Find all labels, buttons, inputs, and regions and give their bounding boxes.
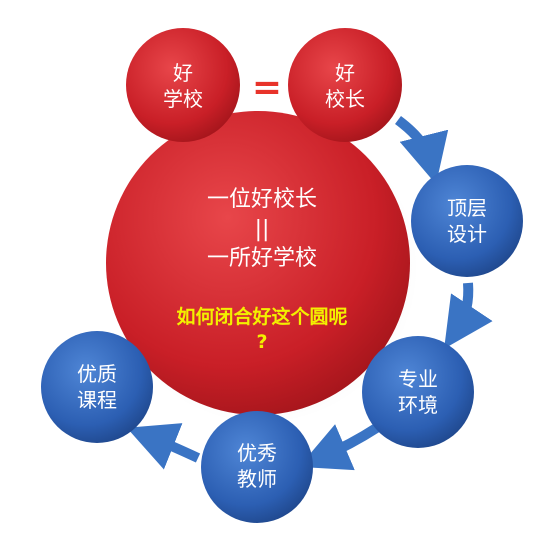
center-question-mark: ? xyxy=(256,331,267,353)
good-principal-line1: 好 xyxy=(335,61,355,85)
professional-env-line2: 环境 xyxy=(398,393,438,417)
node-top-design xyxy=(411,165,523,277)
node-good-school xyxy=(126,28,240,142)
equals-sign: = xyxy=(252,67,282,108)
flow-arrows xyxy=(126,115,493,471)
top-design-line2: 设计 xyxy=(447,222,487,246)
quality-courses-line1: 优质 xyxy=(77,362,117,386)
top-design-line1: 顶层 xyxy=(447,196,487,220)
arrow-teachers-to-courses xyxy=(126,423,201,470)
quality-courses-line2: 课程 xyxy=(77,388,117,412)
good-school-line2: 学校 xyxy=(163,87,203,111)
center-mid: || xyxy=(255,217,270,242)
center-line2: 一所好学校 xyxy=(207,246,317,271)
node-quality-courses xyxy=(41,331,153,443)
good-school-line1: 好 xyxy=(173,61,193,85)
professional-env-line1: 专业 xyxy=(398,367,438,391)
arrow-design-to-environment xyxy=(444,282,493,349)
center-circle xyxy=(106,111,410,415)
node-professional-environment xyxy=(362,336,474,448)
node-excellent-teachers xyxy=(201,411,313,523)
node-good-principal xyxy=(288,28,402,142)
arrow-principal-to-design xyxy=(394,115,449,185)
excellent-teachers-line1: 优秀 xyxy=(237,441,277,465)
center-question: 如何闭合好这个圆呢 xyxy=(176,305,347,328)
excellent-teachers-line2: 教师 xyxy=(237,467,277,491)
arrow-environment-to-teachers xyxy=(299,422,381,471)
good-principal-line2: 校长 xyxy=(325,87,365,111)
center-line1: 一位好校长 xyxy=(207,187,317,212)
